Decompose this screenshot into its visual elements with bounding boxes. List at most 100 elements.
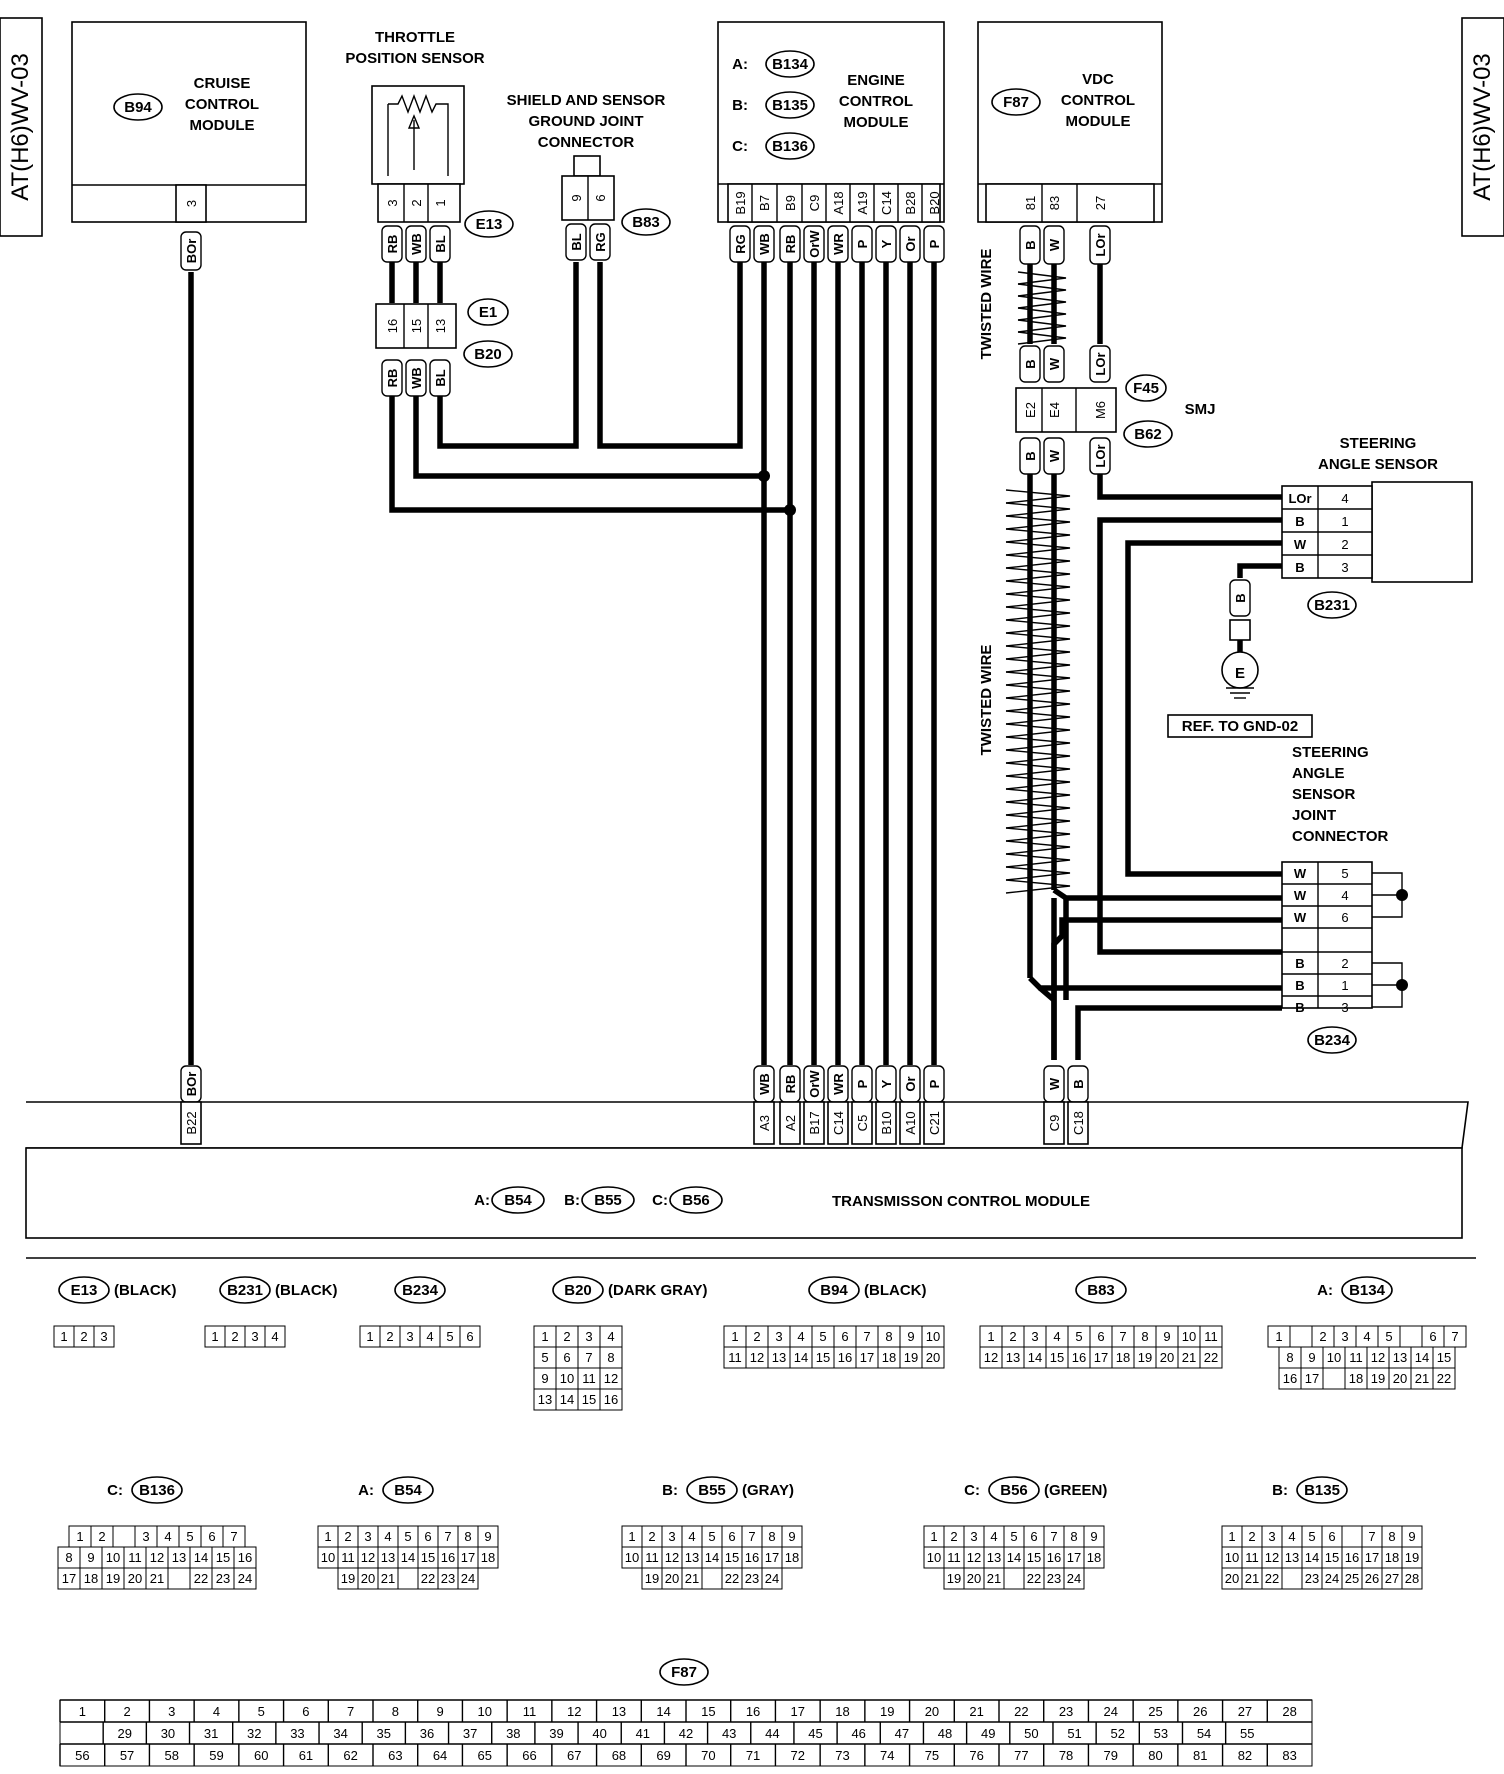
connector-prefix: C: <box>652 1192 668 1209</box>
ecm-title: ENGINE <box>847 72 905 89</box>
pin-number: 54 <box>1197 1726 1211 1741</box>
pin-number: 9 <box>541 1371 548 1386</box>
pin-number: 3 <box>668 1529 675 1544</box>
ground-symbol-label: E <box>1235 665 1245 682</box>
pin-number: 48 <box>938 1726 952 1741</box>
page-code-left: AT(H6)WV-03 <box>7 53 34 201</box>
wire-color-code: WR <box>831 233 846 255</box>
tps-pin-strip <box>377 183 461 223</box>
pin-number: 57 <box>120 1748 134 1763</box>
wire-color-code: P <box>855 1079 870 1088</box>
pin-number: 1 <box>324 1529 331 1544</box>
pin-number: 2 <box>753 1329 760 1344</box>
pin-number: 22 <box>1265 1571 1279 1586</box>
pin-number: 3 <box>1268 1529 1275 1544</box>
wire-color-code: B <box>1023 359 1038 368</box>
wire-color-tag <box>1043 345 1065 383</box>
connector-prefix: C: <box>964 1482 980 1499</box>
pin-number: 20 <box>1225 1571 1239 1586</box>
pin-number: B22 <box>184 1111 199 1134</box>
connector-id-label: B56 <box>1000 1482 1028 1499</box>
throttle-position-sensor <box>371 85 465 185</box>
connector-color: (GREEN) <box>1044 1482 1107 1499</box>
pin-number: 30 <box>161 1726 175 1741</box>
wire-color-code: B <box>1023 451 1038 460</box>
pin-number: 9 <box>1408 1529 1415 1544</box>
pin-number: 1 <box>987 1329 994 1344</box>
pin-number: 21 <box>987 1571 1001 1586</box>
pin-number: 19 <box>341 1571 355 1586</box>
wire-color-code: B <box>1295 978 1304 993</box>
tcm-connector-id-oval <box>581 1186 635 1214</box>
transmission-control-module <box>25 1147 1463 1239</box>
pin-number: 3 <box>1031 1329 1038 1344</box>
connector-id-label: E1 <box>479 304 497 321</box>
pin-number: 22 <box>1027 1571 1041 1586</box>
pin-number: C9 <box>1047 1115 1062 1132</box>
pin-number: 49 <box>981 1726 995 1741</box>
pin-number: 14 <box>794 1350 808 1365</box>
wire-color-code: B <box>1295 514 1304 529</box>
pin-number: 77 <box>1014 1748 1028 1763</box>
e1-id-oval <box>467 298 509 326</box>
pin-number: 59 <box>209 1748 223 1763</box>
wire <box>1038 985 1056 1003</box>
pin-number: 11 <box>728 1350 742 1365</box>
connector-pin-cell <box>1401 1567 1423 1590</box>
pin-number: 81 <box>1193 1748 1207 1763</box>
pin-number: 16 <box>604 1392 618 1407</box>
wire-b <box>1075 1005 1282 1060</box>
tps-title: POSITION SENSOR <box>345 50 484 67</box>
pin-number: 33 <box>290 1726 304 1741</box>
connector-prefix: B: <box>1272 1482 1288 1499</box>
pin-number: 16 <box>746 1704 760 1719</box>
twist-mark <box>1005 671 1071 686</box>
pin-number: 2 <box>231 1329 238 1344</box>
connector-id-label: F87 <box>671 1664 697 1681</box>
pin-number: 6 <box>563 1350 570 1365</box>
wire-color-tag <box>589 223 611 261</box>
pin-number: 4 <box>164 1529 171 1544</box>
pin-number: E4 <box>1047 402 1062 418</box>
pin-number: 7 <box>230 1529 237 1544</box>
pin-number: 67 <box>567 1748 581 1763</box>
steering-sensor-title: ANGLE SENSOR <box>1318 456 1438 473</box>
connector-view-id-oval <box>394 1276 446 1304</box>
pin-number: 10 <box>926 1329 940 1344</box>
connector-pin-cell <box>93 1325 115 1348</box>
pin-number: 36 <box>420 1726 434 1741</box>
pin-number: 15 <box>725 1550 739 1565</box>
pin-number: 41 <box>636 1726 650 1741</box>
connector-id-label: B54 <box>504 1192 532 1209</box>
pin-number: 16 <box>745 1550 759 1565</box>
wire-color-code: B <box>1295 560 1304 575</box>
pin-number: 5 <box>404 1529 411 1544</box>
pin-number: 1 <box>1228 1529 1235 1544</box>
pin-number: A18 <box>831 191 846 214</box>
pin-number: 9 <box>788 1529 795 1544</box>
tcm-pin-cell <box>803 1101 825 1145</box>
wire-color-code: W <box>1047 449 1062 462</box>
pin-number: 3 <box>406 1329 413 1344</box>
pin-number: 20 <box>926 1350 940 1365</box>
wire-color-code: W <box>1047 238 1062 251</box>
tcm-pin-cell <box>1043 1101 1065 1145</box>
ground-fuse <box>1229 619 1251 641</box>
pin-number: 60 <box>254 1748 268 1763</box>
twist-mark <box>1005 840 1071 855</box>
pin-number: 6 <box>424 1529 431 1544</box>
twist-mark <box>1005 632 1071 647</box>
pin-number: 62 <box>343 1748 357 1763</box>
pin-number: 13 <box>433 319 448 333</box>
wire-color-code: OrW <box>807 230 822 258</box>
tcm-pin-cell <box>1067 1101 1089 1145</box>
connector-color: (BLACK) <box>275 1282 337 1299</box>
ground-ref-box <box>1167 714 1313 738</box>
cruise-module-title: CRUISE <box>194 75 251 92</box>
twist-mark <box>1005 723 1071 738</box>
wire-color-code: W <box>1047 1077 1062 1090</box>
pin-number: 8 <box>1141 1329 1148 1344</box>
pin-number: 14 <box>1415 1350 1429 1365</box>
pin-number: 11 <box>1204 1329 1218 1344</box>
connector-id-label: E13 <box>476 216 503 233</box>
